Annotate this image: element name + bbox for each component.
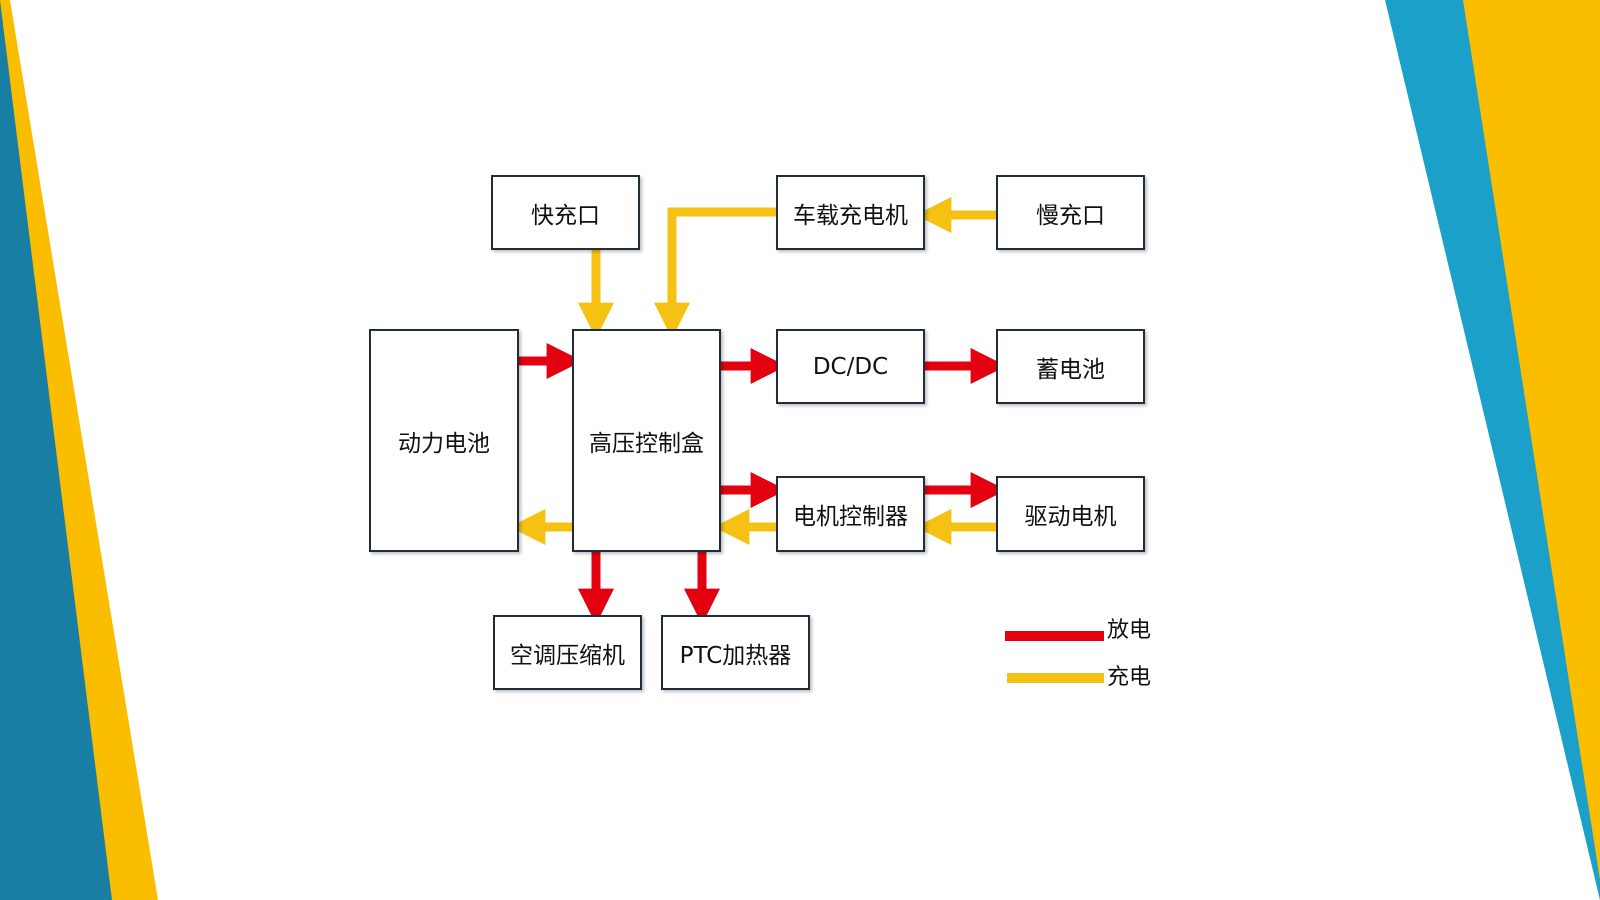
node-label: DC/DC (812, 353, 889, 380)
node-label: 慢充口 (1036, 202, 1105, 229)
legend-charge-label: 充电 (1107, 665, 1152, 690)
node-label: 空调压缩机 (510, 642, 625, 669)
node-label: 电机控制器 (793, 504, 908, 530)
node-motor-controller: 电机控制器 (776, 476, 925, 552)
left-teal-band (0, 0, 112, 900)
node-ptc-heater: PTC加热器 (661, 615, 810, 690)
legend-charge-swatch (1007, 673, 1104, 683)
node-label: 快充口 (531, 202, 600, 229)
node-dcdc: DC/DC (776, 329, 925, 404)
legend-discharge-swatch (1005, 631, 1104, 641)
arrow-onboard-charger-to-hv-box (654, 207, 776, 339)
node-onboard-charger: 车载充电机 (776, 175, 925, 250)
node-slow-charge-port: 慢充口 (996, 175, 1145, 250)
node-fast-charge-port: 快充口 (491, 175, 640, 250)
node-label: 高压控制盒 (589, 430, 704, 457)
node-label: 驱动电机 (1024, 504, 1117, 530)
right-yellow-band (1463, 0, 1600, 900)
node-label: PTC加热器 (679, 642, 792, 669)
node-power-battery: 动力电池 (369, 329, 519, 552)
node-drive-motor: 驱动电机 (996, 476, 1145, 552)
node-label: 动力电池 (398, 430, 490, 457)
node-label: 车载充电机 (793, 202, 908, 229)
node-label: 蓄电池 (1036, 356, 1105, 383)
node-hv-control-box: 高压控制盒 (572, 329, 721, 552)
node-storage-battery: 蓄电池 (996, 329, 1145, 404)
legend-discharge-label: 放电 (1107, 618, 1152, 643)
node-ac-compressor: 空调压缩机 (493, 615, 642, 690)
